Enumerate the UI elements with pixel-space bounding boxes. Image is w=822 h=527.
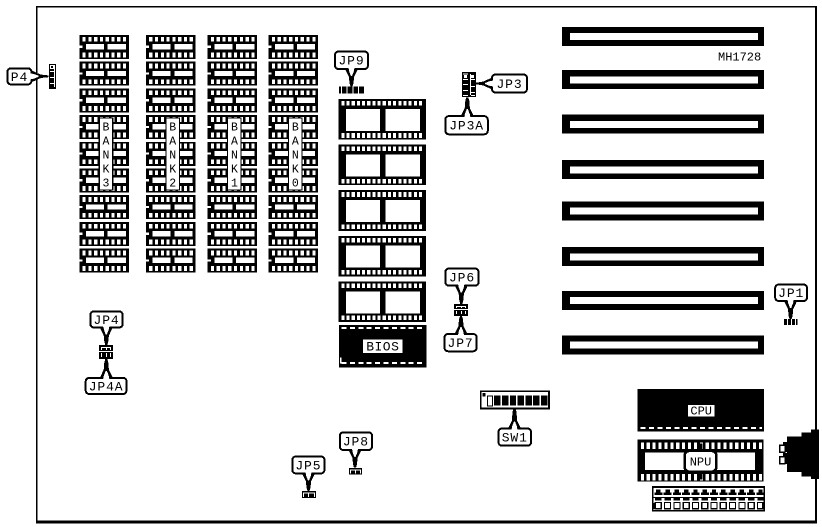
svg-text:JP9: JP9 [338, 54, 364, 69]
svg-text:A: A [103, 136, 110, 149]
svg-text:K: K [103, 164, 110, 177]
svg-text:JP7: JP7 [448, 336, 474, 351]
svg-text:K: K [169, 164, 176, 177]
svg-text:JP4: JP4 [94, 313, 120, 328]
svg-text:MH1728: MH1728 [718, 51, 761, 65]
svg-text:2: 2 [169, 178, 176, 191]
svg-text:A: A [231, 136, 238, 149]
svg-text:JP4A: JP4A [89, 379, 124, 394]
svg-text:N: N [169, 150, 176, 163]
svg-text:B: B [292, 122, 299, 135]
svg-text:JP3: JP3 [496, 77, 522, 92]
svg-text:B: B [103, 122, 110, 135]
svg-text:SW1: SW1 [502, 431, 528, 446]
svg-text:K: K [231, 164, 238, 177]
svg-text:B: B [169, 122, 176, 135]
svg-text:N: N [103, 150, 110, 163]
svg-text:NPU: NPU [690, 456, 712, 470]
svg-text:BIOS: BIOS [366, 340, 399, 355]
svg-text:N: N [292, 150, 299, 163]
svg-text:JP5: JP5 [295, 458, 321, 473]
svg-text:B: B [231, 122, 238, 135]
svg-text:0: 0 [292, 178, 299, 191]
svg-text:N: N [231, 150, 238, 163]
svg-text:1: 1 [231, 178, 238, 191]
svg-text:JP3A: JP3A [449, 119, 484, 134]
svg-text:K: K [292, 164, 299, 177]
svg-text:JP6: JP6 [449, 270, 475, 285]
svg-text:A: A [169, 136, 176, 149]
svg-text:3: 3 [103, 178, 110, 191]
svg-text:P4: P4 [11, 70, 28, 85]
svg-text:CPU: CPU [690, 405, 712, 419]
svg-text:A: A [292, 136, 299, 149]
svg-text:JP1: JP1 [778, 286, 804, 301]
svg-text:JP8: JP8 [343, 435, 369, 450]
